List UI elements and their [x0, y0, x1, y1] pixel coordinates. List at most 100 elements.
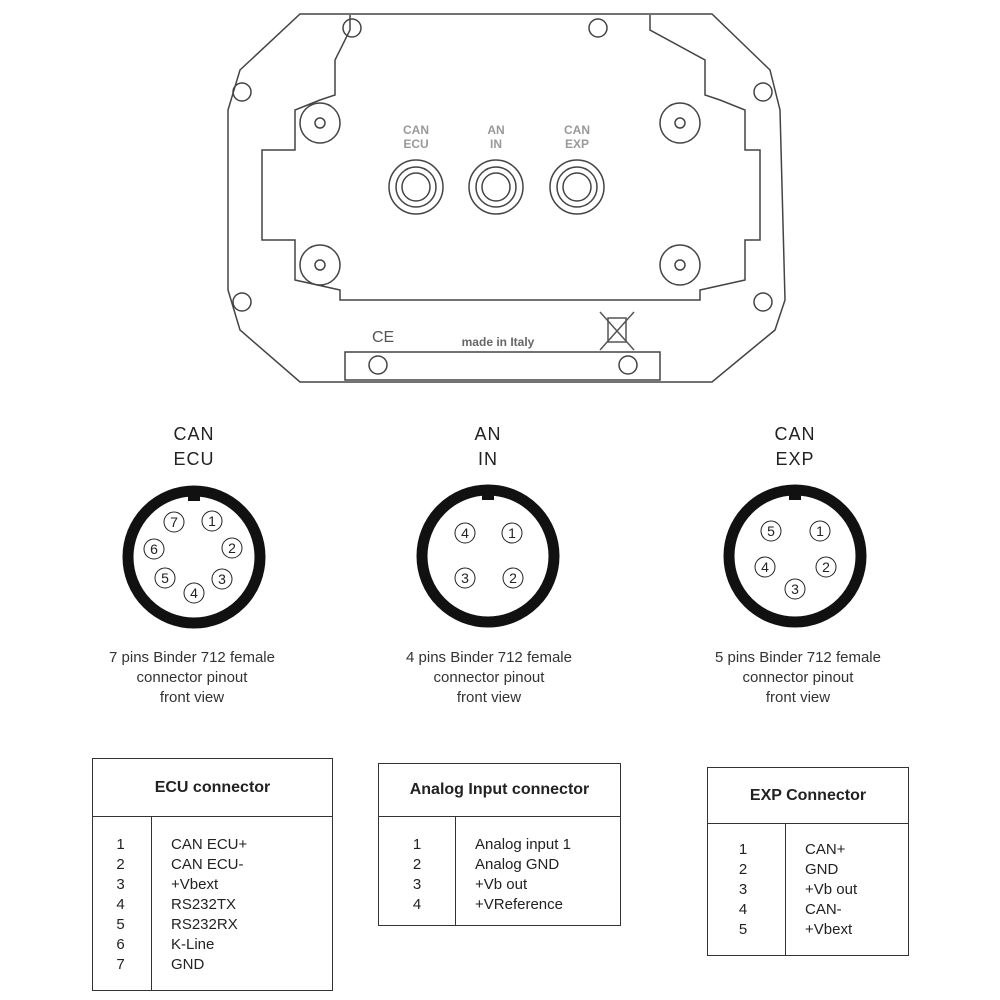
- pin-number-cell: 5: [116, 916, 125, 933]
- signal-cell: CAN ECU-: [171, 856, 244, 873]
- signal-cell: GND: [805, 861, 839, 878]
- pin-circle: [760, 520, 782, 542]
- pin-circle: [143, 538, 165, 560]
- pin-number-cell: 1: [738, 841, 748, 858]
- weee-bin-icon: [599, 311, 635, 351]
- port-label-line2: ECU: [403, 137, 428, 151]
- pin-number-cell: 3: [412, 876, 422, 893]
- signal-cell: CAN+: [805, 841, 846, 858]
- pin-circle: [201, 510, 223, 532]
- column-divider: [785, 824, 786, 955]
- device-body-outline: [227, 13, 786, 383]
- signal-cell: GND: [171, 956, 205, 973]
- pin-number-cell: 2: [116, 856, 125, 873]
- mounting-hole-icons: [299, 102, 701, 286]
- signal-cell: Analog GND: [475, 856, 560, 873]
- signal-cell: CAN ECU+: [171, 836, 248, 853]
- pin-number: 7: [170, 514, 178, 530]
- device-bottom-rail: [344, 351, 661, 381]
- pin-circle: [183, 582, 205, 604]
- screw-icons: [232, 18, 773, 375]
- port-label-line1: CAN: [564, 123, 590, 137]
- key-notch: [482, 490, 494, 500]
- signal-cell: RS232RX: [171, 916, 238, 933]
- table-row: 2 GND: [708, 860, 908, 880]
- pin-number-cell: 1: [412, 836, 422, 853]
- signal-cell: Analog input 1: [475, 836, 571, 853]
- pin-number-cell: 4: [412, 896, 422, 913]
- pin-number: 5: [161, 570, 169, 586]
- made-in-italy-label: made in Italy: [462, 335, 535, 349]
- pin-circle: [502, 567, 524, 589]
- connector-face: 1 2 3 4: [416, 484, 560, 628]
- caption-line: front view: [159, 689, 225, 706]
- table-row: 4 +VReference: [379, 895, 620, 915]
- pin-number-cell: 4: [116, 896, 125, 913]
- connector-title-ecu: CAN ECU: [134, 422, 254, 472]
- pin-number: 4: [461, 525, 469, 541]
- table-row: 4 RS232TX: [93, 895, 332, 915]
- pin-number: 3: [791, 581, 799, 597]
- key-notch: [789, 490, 801, 500]
- pin-number: 6: [150, 541, 158, 557]
- caption-line: connector pinout: [433, 669, 545, 686]
- caption-line: front view: [765, 689, 831, 706]
- connector-ring: [416, 484, 560, 628]
- port-label-line1: CAN: [403, 123, 429, 137]
- title-line2: EXP: [775, 449, 815, 469]
- title-line1: CAN: [173, 424, 215, 444]
- signal-cell: +VReference: [475, 896, 563, 913]
- ce-mark: CE: [372, 329, 394, 346]
- device-port-icons: [388, 159, 605, 215]
- pin-number: 3: [461, 570, 469, 586]
- table-header: Analog Input connector: [379, 764, 620, 817]
- caption-line: connector pinout: [136, 669, 248, 686]
- title-line1: CAN: [774, 424, 816, 444]
- device-rear-view: CAN ECU AN IN CAN EXP CE made in Italy: [227, 13, 786, 383]
- table-row: 5 RS232RX: [93, 915, 332, 935]
- pin-number: 1: [816, 523, 824, 539]
- pin-number: 5: [767, 523, 775, 539]
- pin-number: 2: [509, 570, 517, 586]
- pin-number-cell: 5: [738, 921, 748, 938]
- pin-circle: [809, 520, 831, 542]
- connector-caption-an: 4 pins Binder 712 female connector pinout…: [359, 648, 619, 708]
- title-line2: ECU: [173, 449, 215, 469]
- pin-number: 4: [761, 559, 769, 575]
- port-label-line1: AN: [487, 123, 504, 137]
- pin-number-cell: 3: [738, 881, 748, 898]
- pin-number-cell: 2: [738, 861, 748, 878]
- pin-number: 1: [208, 513, 216, 529]
- pin-circle: [784, 578, 806, 600]
- signal-cell: +Vb out: [475, 876, 528, 893]
- pin-circle: [211, 568, 233, 590]
- signal-cell: RS232TX: [171, 896, 237, 913]
- pin-number: 2: [228, 540, 236, 556]
- signal-cell: CAN-: [805, 901, 842, 918]
- pin-number: 1: [508, 525, 516, 541]
- signal-cell: +Vbext: [171, 876, 219, 893]
- device-inner-plate: [261, 15, 761, 301]
- connector-title-exp: CAN EXP: [735, 422, 855, 472]
- table-row: 3+Vb out: [708, 880, 908, 900]
- key-notch: [188, 491, 200, 501]
- caption-line: 7 pins Binder 712 female: [109, 649, 275, 666]
- signal-cell: K-Line: [171, 936, 215, 953]
- pin-number-cell: 3: [116, 876, 125, 893]
- caption-line: 4 pins Binder 712 female: [406, 649, 572, 666]
- title-line2: IN: [478, 449, 498, 469]
